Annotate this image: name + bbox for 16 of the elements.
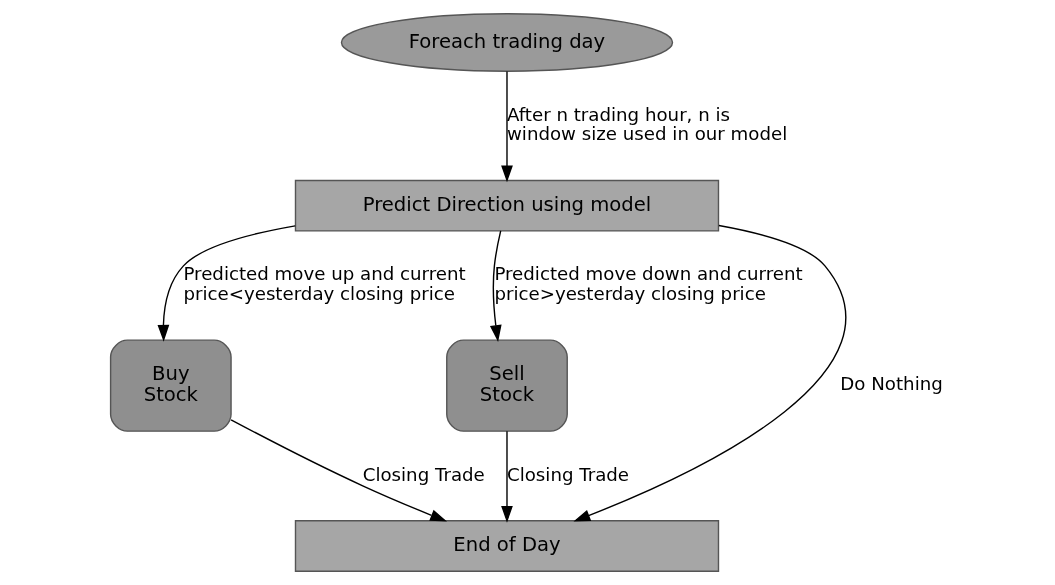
arrow [489,230,502,342]
node-box: Predict Direction using model [294,179,719,232]
edge-label: Closing Trade [506,463,629,485]
arrow [572,224,846,522]
arrow [500,430,513,523]
arrow [500,70,513,183]
arrow [157,225,296,342]
node-box: Buy Stock [109,339,232,432]
edge-label: Closing Trade [362,463,485,485]
edge-label: Do Nothing [839,373,943,395]
node-ellipse: Foreach trading day [340,13,673,72]
node-box: End of Day [294,520,719,572]
node-box: Sell Stock [445,339,568,432]
arrow [229,419,447,522]
edge-label: Predicted move down and current price>yesterday closing price [493,263,803,305]
edge-label: Predicted move up and current price<yesterday closing price [182,263,466,305]
